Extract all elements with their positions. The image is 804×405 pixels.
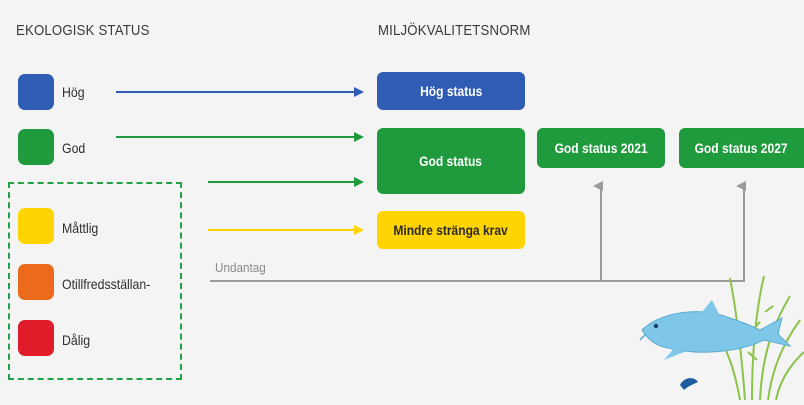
swatch-otillfredsstallande [18,264,54,300]
status-label-hog: Hög [62,84,85,100]
status-label-dalig: Dålig [62,332,91,348]
swatch-dalig [18,320,54,356]
norm-box-god-status: God status [377,128,525,194]
heading-miljokvalitetsnorm: MILJÖKVALITETSNORM [378,22,531,39]
exception-line [210,181,746,282]
norm-box-god-status-2027: God status 2027 [679,128,804,168]
exception-label: Undantag [215,260,266,275]
swatch-god [18,129,54,165]
exception-group-border [8,182,182,380]
heading-ekologisk-status: EKOLOGISK STATUS [16,22,150,39]
small-creature-icon [680,378,698,390]
norm-box-mindre-stranga-krav: Mindre stränga krav [377,211,525,249]
swatch-mattlig [18,208,54,244]
norm-box-hog-status: Hög status [377,72,525,110]
status-label-god: God [62,140,86,156]
fish-illustration [639,300,792,360]
norm-label-god-status: God status [419,153,483,169]
status-label-otillfredsstallande: Otillfredsställan- [62,276,151,292]
swatch-hog [18,74,54,110]
norm-label-hog-status: Hög status [419,83,483,99]
norm-box-god-status-2021: God status 2021 [537,128,665,168]
norm-label-god-status-2021: God status 2021 [554,140,648,156]
norm-label-god-status-2027: God status 2027 [694,140,789,156]
norm-label-mindre-stranga-krav: Mindre stränga krav [393,222,509,238]
status-label-mattlig: Måttlig [62,220,99,236]
